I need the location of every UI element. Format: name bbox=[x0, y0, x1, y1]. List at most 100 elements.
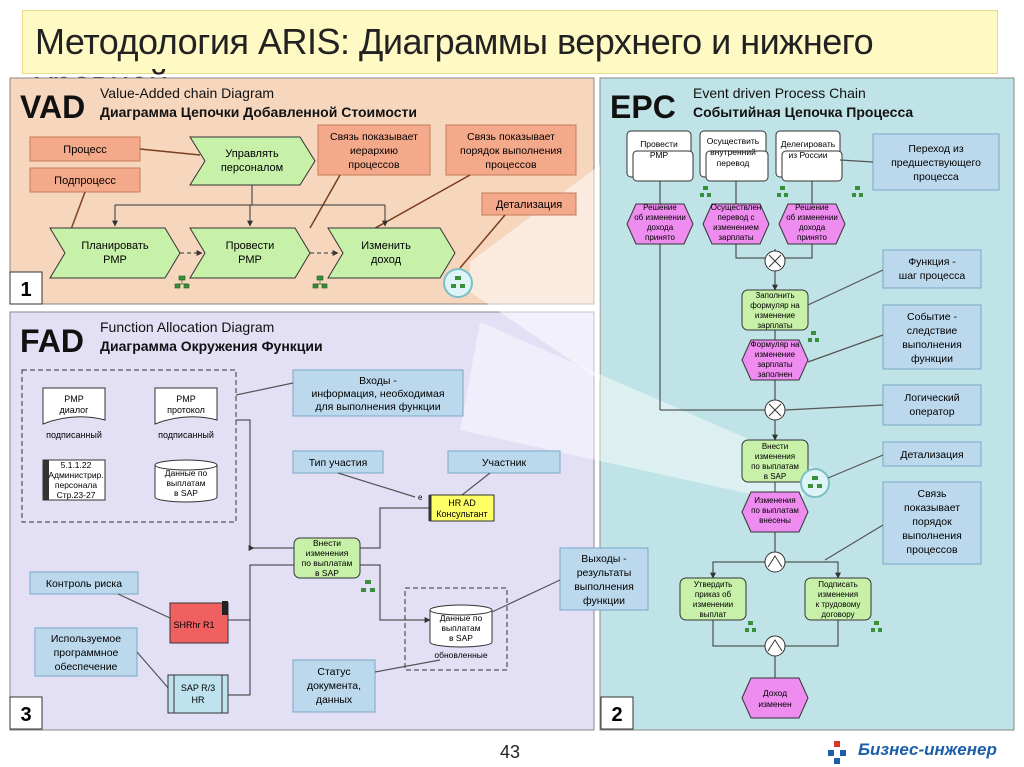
epc-event-income-decision[interactable]: Решение об изменении дохода принято bbox=[626, 203, 694, 245]
svg-text:Внести: Внести bbox=[313, 538, 341, 548]
svg-text:зарплаты: зарплаты bbox=[757, 360, 793, 369]
svg-text:Стр.23-27: Стр.23-27 bbox=[57, 490, 96, 500]
epc-interface-transfer[interactable]: Осуществить внутренний перевод bbox=[699, 130, 769, 182]
svg-text:Управлять: Управлять bbox=[225, 148, 279, 160]
epc-title-ru: Событийная Цепочка Процесса bbox=[693, 104, 913, 120]
epc-and-connector[interactable] bbox=[764, 635, 786, 657]
vad-node-manage[interactable]: Управлять персоналом bbox=[189, 136, 316, 186]
svg-text:Связь: Связь bbox=[917, 488, 947, 500]
epc-event-form-filled[interactable]: Формуляр на изменение зарплаты заполнен bbox=[741, 339, 809, 381]
fad-doc-dialog[interactable]: РМР диалог подписанный bbox=[42, 387, 106, 440]
svg-text:Формуляр на: Формуляр на bbox=[751, 340, 800, 349]
svg-text:выполнения: выполнения bbox=[574, 581, 634, 593]
epc-event-transfer-done[interactable]: Осуществлен перевод с изменением зарплат… bbox=[702, 203, 770, 245]
svg-text:по выплатам: по выплатам bbox=[751, 506, 799, 515]
svg-text:зарплаты: зарплаты bbox=[718, 233, 754, 242]
fad-function[interactable]: Внести изменения по выплатам в SAP bbox=[293, 537, 361, 579]
epc-interface-conduct[interactable]: Провести РМР bbox=[626, 130, 694, 182]
assignment-icon bbox=[361, 580, 375, 592]
svg-text:процесса: процесса bbox=[913, 171, 959, 183]
fad-data-payments-in[interactable]: Данные по выплатам в SAP bbox=[154, 459, 218, 503]
assignment-icon bbox=[808, 331, 819, 342]
svg-text:Данные по: Данные по bbox=[440, 613, 483, 623]
epc-function-approve-order[interactable]: Утвердить приказ об изменении выплат bbox=[679, 577, 747, 621]
svg-text:2: 2 bbox=[611, 704, 622, 726]
fad-participant[interactable]: HR AD Консультант bbox=[428, 494, 495, 522]
fad-data-payments-out[interactable]: Данные по выплатам в SAP обновленные bbox=[429, 604, 493, 660]
svg-text:Выходы -: Выходы - bbox=[581, 553, 627, 565]
vad-detail-icon[interactable] bbox=[443, 268, 473, 298]
svg-text:изменением: изменением bbox=[713, 223, 759, 232]
svg-text:5.1.1.22: 5.1.1.22 bbox=[61, 460, 92, 470]
svg-text:следствие: следствие bbox=[907, 325, 958, 337]
svg-text:Подпроцесс: Подпроцесс bbox=[54, 175, 116, 187]
epc-function-fill-form[interactable]: Заполнить формуляр на изменение зарплаты bbox=[741, 289, 809, 331]
fad-doc-protocol[interactable]: РМР протокол подписанный bbox=[154, 387, 218, 440]
epc-xor-connector[interactable] bbox=[764, 250, 786, 272]
epc-event-income-changed[interactable]: Доход изменен bbox=[741, 677, 809, 719]
svg-text:дохода: дохода bbox=[647, 223, 674, 232]
svg-text:из России: из России bbox=[788, 150, 827, 160]
fad-software[interactable]: SAP R/3 HR bbox=[167, 674, 229, 714]
assignment-icon bbox=[174, 275, 190, 289]
epc-callout-event: Событие - следствие выполнения функции bbox=[882, 304, 982, 370]
svg-text:Доход: Доход bbox=[763, 688, 787, 698]
svg-text:обеспечение: обеспечение bbox=[55, 661, 118, 673]
vad-node-conduct[interactable]: Провести РМР bbox=[189, 227, 311, 279]
svg-text:принято: принято bbox=[645, 233, 676, 242]
svg-text:Утвердить: Утвердить bbox=[694, 580, 733, 589]
svg-text:к трудовому: к трудовому bbox=[816, 600, 861, 609]
svg-text:изменен: изменен bbox=[758, 699, 792, 709]
svg-text:Внести: Внести bbox=[762, 442, 788, 451]
svg-text:Статус: Статус bbox=[317, 666, 350, 678]
fad-callout-risk-control: Контроль риска bbox=[29, 571, 139, 595]
svg-text:Входы -: Входы - bbox=[359, 375, 397, 387]
svg-text:процессов: процессов bbox=[485, 159, 537, 171]
epc-callout-transition: Переход из предшествующего процесса bbox=[872, 133, 1000, 191]
svg-text:в SAP: в SAP bbox=[449, 633, 473, 643]
epc-abbr: EPC bbox=[610, 89, 676, 125]
svg-text:Осуществлен: Осуществлен bbox=[711, 203, 761, 212]
fad-callout-participant: Участник bbox=[447, 450, 561, 474]
vad-number-badge: 1 bbox=[9, 271, 43, 305]
fad-risk[interactable]: SHRhr R1 bbox=[169, 601, 229, 644]
svg-text:Изменить: Изменить bbox=[361, 240, 411, 252]
svg-text:РМР: РМР bbox=[650, 150, 669, 160]
svg-text:оператор: оператор bbox=[909, 406, 954, 418]
epc-xor-connector[interactable] bbox=[764, 399, 786, 421]
svg-text:данных: данных bbox=[316, 694, 353, 706]
svg-text:порядок выполнения: порядок выполнения bbox=[460, 145, 562, 157]
vad-node-change[interactable]: Изменить доход bbox=[327, 227, 456, 279]
fad-number-badge: 3 bbox=[9, 696, 43, 730]
svg-text:персонала: персонала bbox=[55, 480, 98, 490]
svg-text:Планировать: Планировать bbox=[81, 240, 149, 252]
svg-text:в SAP: в SAP bbox=[315, 568, 339, 578]
fad-doc-admin[interactable]: 5.1.1.22 Администрир. персонала Стр.23-2… bbox=[42, 459, 106, 501]
vad-detail-beam bbox=[470, 165, 600, 380]
epc-interface-delegate[interactable]: Делегировать из России bbox=[775, 130, 843, 182]
svg-text:диалог: диалог bbox=[60, 405, 90, 415]
assignment-icon bbox=[312, 275, 328, 289]
vad-node-plan[interactable]: Планировать РМР bbox=[49, 227, 181, 279]
epc-event-changes-entered[interactable]: Изменения по выплатам внесены bbox=[741, 491, 809, 533]
svg-text:в SAP: в SAP bbox=[174, 488, 198, 498]
svg-text:иерархию: иерархию bbox=[350, 145, 398, 157]
svg-text:изменение: изменение bbox=[755, 350, 796, 359]
vad-callout-detail: Детализация bbox=[481, 192, 577, 216]
svg-text:протокол: протокол bbox=[167, 405, 205, 415]
svg-text:подписанный: подписанный bbox=[158, 430, 214, 440]
epc-callout-detail: Детализация bbox=[882, 441, 982, 467]
fad-callout-inputs: Входы - информация, необходимая для выпо… bbox=[292, 369, 464, 417]
vad-title-en: Value-Added chain Diagram bbox=[100, 85, 274, 101]
fad-detail-beam bbox=[460, 322, 815, 505]
fad-participation-mark: e bbox=[418, 493, 423, 502]
epc-function-sign-changes[interactable]: Подписать изменения к трудовому договору bbox=[804, 577, 872, 621]
svg-text:Осуществить: Осуществить bbox=[707, 136, 760, 146]
svg-text:по выплатам: по выплатам bbox=[302, 558, 353, 568]
epc-event-salary-decision[interactable]: Решение об изменении дохода принято bbox=[778, 203, 846, 245]
epc-detail-icon[interactable] bbox=[800, 468, 830, 498]
epc-and-connector[interactable] bbox=[764, 551, 786, 573]
epc-function-enter-changes[interactable]: Внести изменения по выплатам в SAP bbox=[741, 439, 809, 483]
svg-text:1: 1 bbox=[20, 279, 31, 301]
